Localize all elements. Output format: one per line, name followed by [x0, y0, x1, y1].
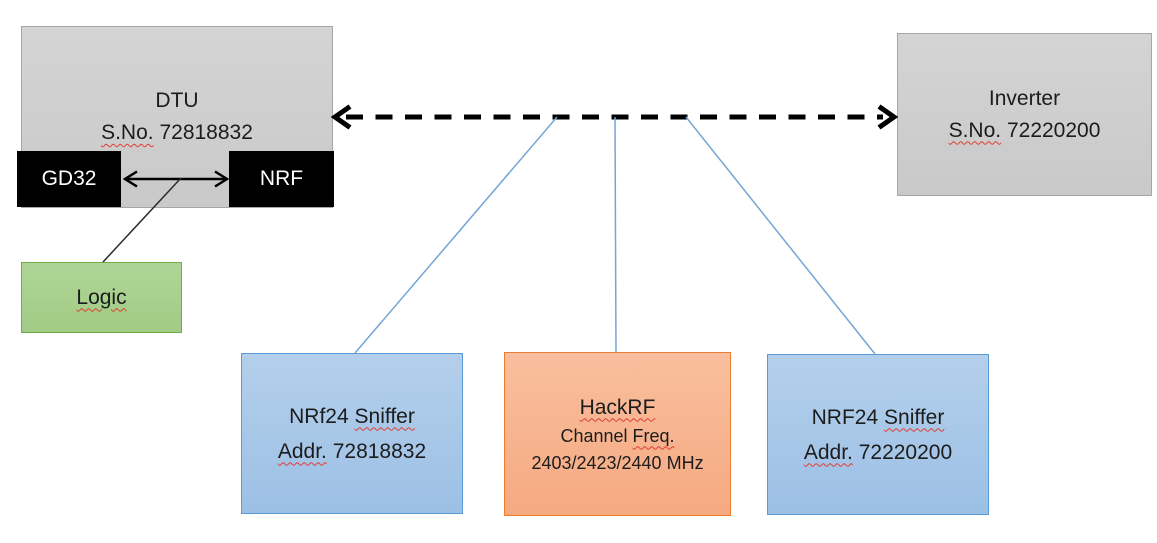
sniffer-left-name-prefix: NRf24: [289, 404, 349, 428]
sniffer-left-connector-line: [354, 116, 558, 354]
logic-box: Logic: [21, 262, 182, 333]
nrf24-sniffer-right-box: NRF24 Sniffer Addr. 72220200: [767, 354, 989, 515]
hackrf-frequencies: 2403/2423/2440 MHz: [531, 452, 704, 473]
nrf24-sniffer-left-box: NRf24 Sniffer Addr. 72818832: [241, 353, 463, 514]
sniffer-left-name: NRf24 Sniffer: [289, 399, 415, 434]
hackrf-channel-label: Channel Freq.: [560, 423, 674, 450]
nrf-chip: NRF: [229, 151, 334, 207]
hackrf-connector-line: [614, 116, 617, 353]
hackrf-box: HackRF Channel Freq. 2403/2423/2440 MHz: [504, 352, 731, 516]
gd32-label: GD32: [41, 167, 97, 190]
sniffer-right-addr-label: Addr.: [803, 440, 853, 464]
inverter-box: Inverter S.No. 72220200: [897, 33, 1152, 196]
sniffer-left-addr-label: Addr.: [277, 439, 327, 463]
sniffer-right-name-word: Sniffer: [884, 405, 945, 429]
sniffer-right-connector-line: [685, 116, 876, 355]
hackrf-title: HackRF: [579, 395, 656, 419]
dtu-serial-label: S.No.: [101, 121, 154, 144]
dtu-title: DTU: [155, 89, 199, 112]
logic-label: Logic: [76, 285, 127, 309]
sniffer-left-name-word: Sniffer: [354, 404, 415, 428]
inverter-serial: S.No. 72220200: [949, 115, 1101, 147]
inverter-serial-number: 72220200: [1006, 118, 1101, 142]
dtu-inverter-dashed-arrow: [330, 104, 899, 130]
sniffer-left-addr-number: 72818832: [332, 439, 427, 463]
sniffer-right-name-prefix: NRF24: [811, 405, 879, 429]
hackrf-channel-word: Channel: [560, 425, 628, 446]
inverter-serial-label: S.No.: [948, 118, 1002, 142]
sniffer-left-addr: Addr. 72818832: [278, 434, 426, 469]
inverter-title: Inverter: [988, 86, 1061, 110]
dtu-serial-number: 72818832: [159, 121, 253, 144]
sniffer-right-addr: Addr. 72220200: [804, 435, 952, 470]
sniffer-right-addr-number: 72220200: [858, 440, 953, 464]
dtu-serial: S.No. 72818832: [101, 117, 253, 149]
nrf-label: NRF: [259, 167, 304, 190]
gd32-chip: GD32: [17, 151, 121, 207]
sniffer-right-name: NRF24 Sniffer: [812, 400, 945, 435]
hackrf-freq-word: Freq.: [632, 425, 675, 446]
